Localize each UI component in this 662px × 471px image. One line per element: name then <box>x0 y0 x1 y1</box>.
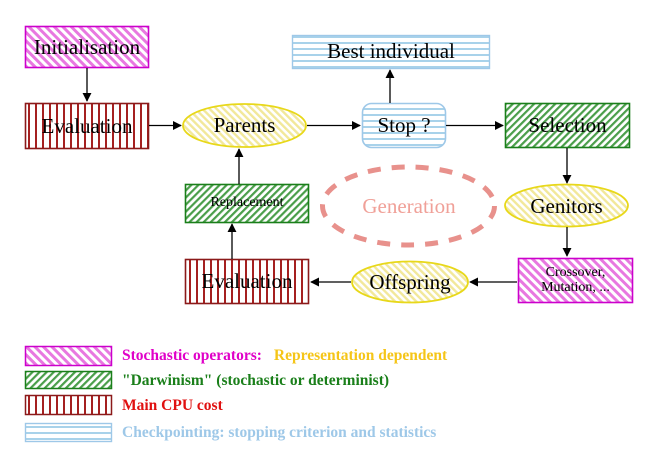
node-operators[interactable] <box>517 257 634 304</box>
legend-cpu-primary: Main CPU cost <box>122 396 223 414</box>
legend-swatch-darwinism <box>24 370 113 390</box>
legend-swatch-checkpointing <box>24 422 113 443</box>
node-evaluation-top[interactable] <box>24 102 150 150</box>
legend-item-cpu: Main CPU cost <box>122 394 223 417</box>
legend-swatch-cpu <box>24 394 113 416</box>
legend-stochastic-primary: Stochastic operators: <box>122 347 262 364</box>
legend-item-darwinism: "Darwinism" (stochastic or determinist) <box>122 369 389 392</box>
node-evaluation-bottom[interactable] <box>184 258 310 305</box>
legend-stochastic-secondary: Representation dependent <box>273 347 448 364</box>
node-replacement[interactable] <box>184 183 310 224</box>
legend-swatch-stochastic <box>24 345 113 367</box>
legend-darwinism-primary: "Darwinism" (stochastic or determinist) <box>122 371 390 389</box>
node-genitors[interactable] <box>504 183 629 228</box>
legend-item-stochastic: Stochastic operators: Representation dep… <box>122 344 447 368</box>
node-offspring[interactable] <box>351 260 469 304</box>
node-parents[interactable] <box>182 103 307 148</box>
node-selection[interactable] <box>504 102 631 149</box>
legend-checkpointing-primary: Checkpointing: stopping criterion and st… <box>122 423 437 441</box>
node-stop[interactable] <box>361 102 447 149</box>
legend-item-checkpointing: Checkpointing: stopping criterion and st… <box>122 421 436 444</box>
node-initialisation[interactable] <box>24 25 150 69</box>
node-generation <box>320 164 497 248</box>
node-best-individual[interactable] <box>291 34 491 70</box>
